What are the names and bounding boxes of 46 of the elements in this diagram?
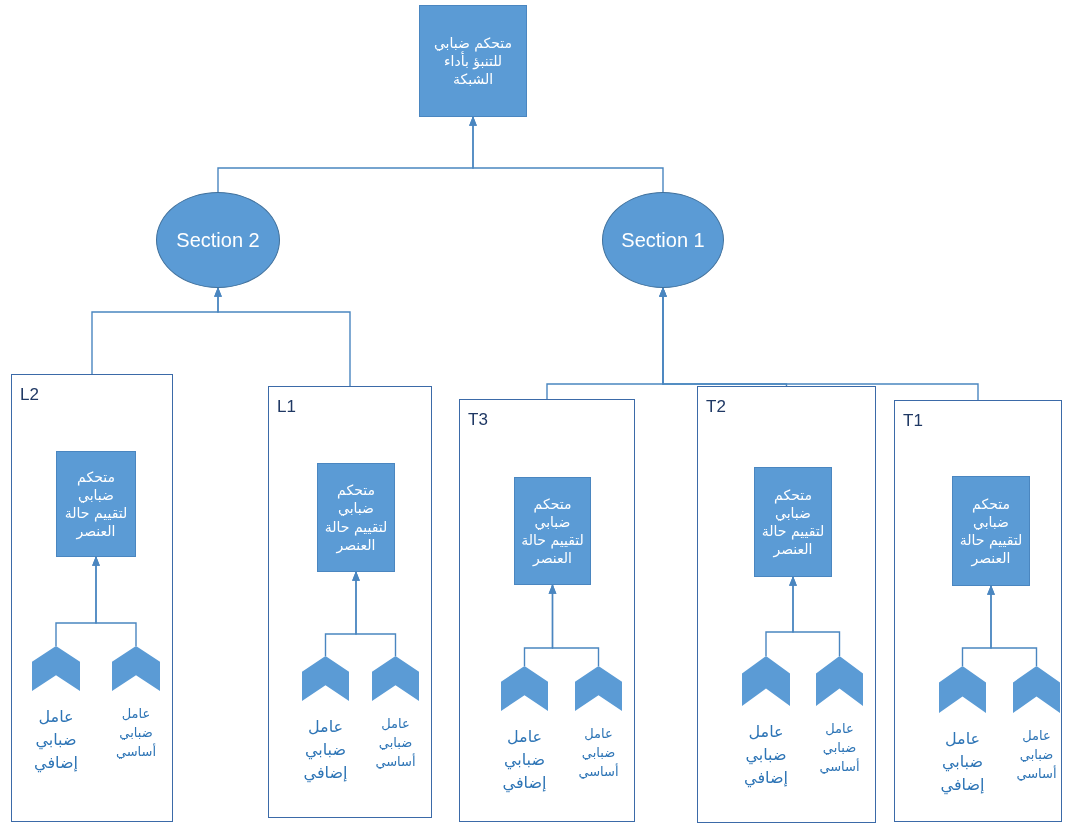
frame-label: L2 — [20, 385, 39, 405]
chevron-shape — [302, 656, 349, 701]
section-circle: Section 1 — [602, 192, 724, 288]
controller-box: متحكم ضبابي لتقييم حالة العنصر — [952, 476, 1030, 586]
section-circle: Section 2 — [156, 192, 280, 288]
chevron-shape — [939, 666, 986, 713]
connector-arrow — [987, 585, 1038, 667]
controller-box: متحكم ضبابي لتقييم حالة العنصر — [514, 477, 591, 585]
factor-label: عامل ضبابي أساسي — [818, 720, 861, 776]
factor-label: عامل ضبابي إضافي — [939, 728, 986, 797]
chevron-shape — [742, 656, 790, 706]
connector-arrow — [469, 116, 664, 193]
chevron-shape — [32, 646, 80, 691]
factor-label: عامل ضبابي إضافي — [33, 706, 79, 775]
frame-label: T1 — [903, 411, 923, 431]
connector-arrow — [92, 556, 137, 647]
frame-label: L1 — [277, 397, 296, 417]
factor-label: عامل ضبابي إضافي — [302, 716, 349, 785]
factor-label: عامل ضبابي أساسي — [577, 725, 620, 781]
factor-label: عامل ضبابي أساسي — [114, 705, 158, 761]
controller-box: متحكم ضبابي لتقييم حالة العنصر — [317, 463, 395, 572]
connector-arrow — [352, 571, 397, 657]
frame-label: T2 — [706, 397, 726, 417]
factor-label: عامل ضبابي إضافي — [501, 726, 548, 795]
chevron-shape — [575, 666, 622, 711]
frame-box — [894, 400, 1062, 822]
connector-arrow — [789, 576, 841, 657]
chevron-shape — [1013, 666, 1060, 713]
controller-box: متحكم ضبابي للتنبؤ بأداء الشبكة — [419, 5, 527, 117]
factor-label: عامل ضبابي أساسي — [1015, 727, 1058, 783]
connector-arrow — [214, 287, 351, 387]
factor-label: عامل ضبابي أساسي — [374, 715, 417, 771]
chevron-shape — [372, 656, 419, 701]
frame-box — [459, 399, 635, 822]
controller-box: متحكم ضبابي لتقييم حالة العنصر — [56, 451, 136, 557]
frame-box — [11, 374, 173, 822]
frame-label: T3 — [468, 410, 488, 430]
connector-arrow — [659, 287, 979, 401]
frame-box — [268, 386, 432, 818]
chevron-shape — [501, 666, 548, 711]
chevron-shape — [112, 646, 160, 691]
chevron-shape — [816, 656, 863, 706]
factor-label: عامل ضبابي إضافي — [743, 721, 789, 790]
connector-arrow — [548, 584, 600, 667]
frame-box — [697, 386, 876, 823]
controller-box: متحكم ضبابي لتقييم حالة العنصر — [754, 467, 832, 577]
